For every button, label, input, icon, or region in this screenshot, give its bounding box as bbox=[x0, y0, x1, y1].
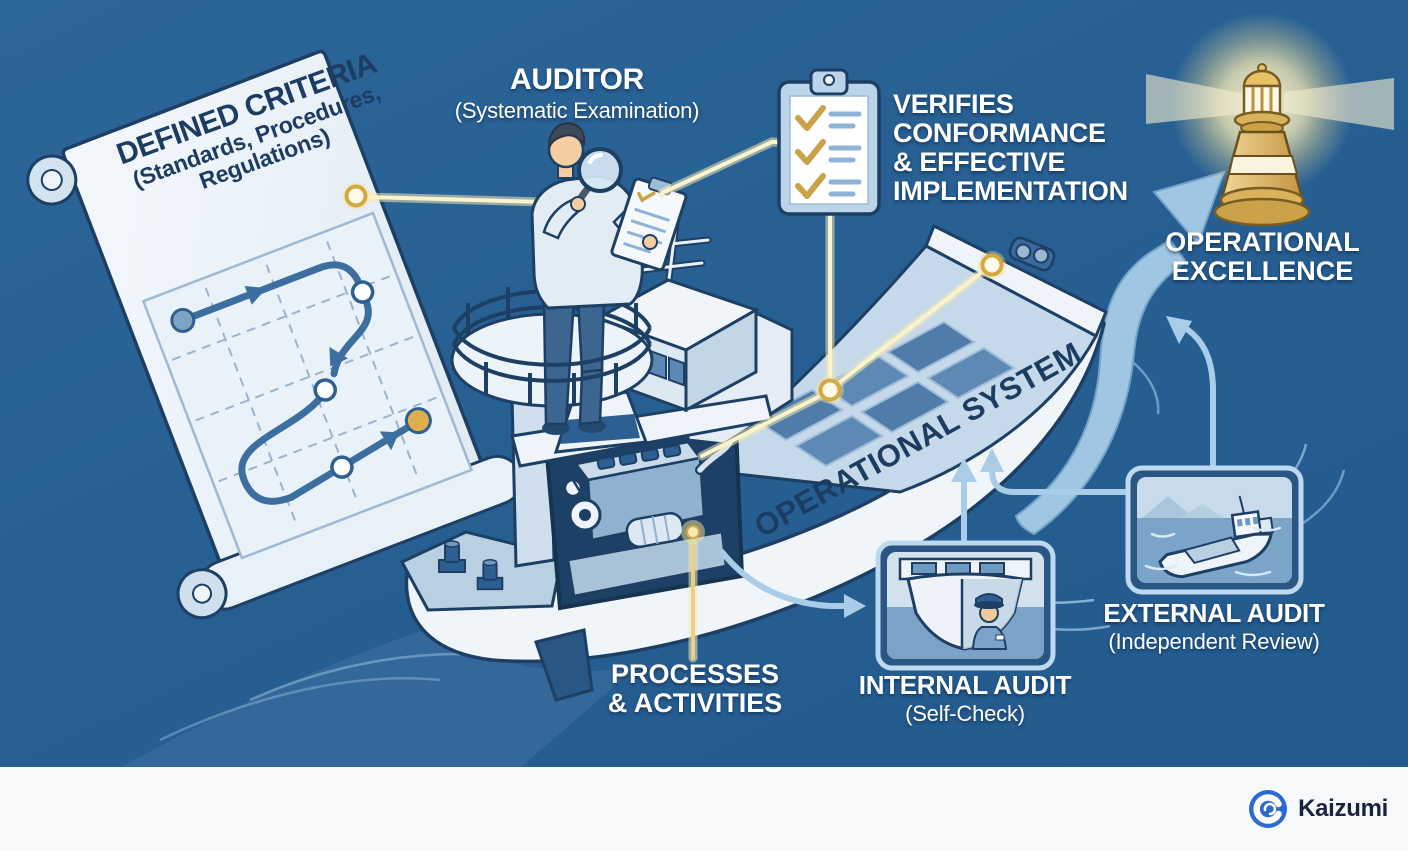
lighthouse-icon bbox=[1146, 12, 1394, 227]
excellence-line-1: OPERATIONAL bbox=[1165, 227, 1360, 257]
internal-audit-label: INTERNAL AUDIT (Self-Check) bbox=[852, 670, 1078, 726]
excellence-line-2: EXCELLENCE bbox=[1171, 255, 1354, 286]
external-audit-label: EXTERNAL AUDIT (Independent Review) bbox=[1093, 598, 1335, 654]
captain-figure bbox=[971, 593, 1008, 650]
bow-winch bbox=[1008, 236, 1056, 272]
auditor-label: AUDITOR (Systematic Examination) bbox=[407, 63, 747, 124]
verifies-line-2: CONFORMANCE bbox=[893, 117, 1106, 148]
platform-front-rail bbox=[452, 327, 652, 405]
operational-excellence-label: OPERATIONAL EXCELLENCE bbox=[1135, 228, 1390, 286]
auditor-figure bbox=[452, 121, 688, 435]
cargo-hatches bbox=[754, 320, 1016, 468]
auditor-title: AUDITOR bbox=[509, 63, 644, 96]
external-audit-subtitle: (Independent Review) bbox=[1108, 628, 1320, 654]
auditor-subtitle: (Systematic Examination) bbox=[454, 98, 700, 124]
audit-boat bbox=[1158, 495, 1274, 579]
processes-activities-label: PROCESSES & ACTIVITIES bbox=[560, 660, 830, 718]
internal-audit-title: INTERNAL AUDIT bbox=[858, 670, 1072, 700]
bollards bbox=[438, 540, 504, 591]
excellence-swoosh-arrow bbox=[1014, 170, 1226, 536]
criteria-flowchart bbox=[141, 211, 474, 560]
internal-audit-thumbnail bbox=[875, 540, 1056, 671]
brand-footer: Kaizumi bbox=[0, 767, 1408, 851]
audit-flow-arrows bbox=[719, 316, 1216, 618]
checklist-clipboard-icon bbox=[777, 68, 881, 216]
verifies-line-1: VERIFIES bbox=[893, 89, 1014, 119]
brand-name: Kaizumi bbox=[1298, 795, 1388, 822]
external-audit-thumbnail bbox=[1125, 465, 1304, 595]
internal-audit-subtitle: (Self-Check) bbox=[905, 700, 1025, 726]
illustration-scene: OPERATIONAL SYSTEM bbox=[26, 12, 1394, 768]
verifies-line-4: IMPLEMENTATION bbox=[893, 175, 1128, 206]
wave-logo-icon bbox=[1249, 790, 1288, 828]
verifies-label: VERIFIES CONFORMANCE & EFFECTIVE IMPLEME… bbox=[893, 90, 1173, 206]
verifies-line-3: & EFFECTIVE bbox=[893, 146, 1066, 177]
external-audit-title: EXTERNAL AUDIT bbox=[1103, 598, 1325, 628]
connector-rings bbox=[342, 182, 1006, 544]
processes-line-1: PROCESSES bbox=[610, 659, 780, 689]
processes-line-2: & ACTIVITIES bbox=[607, 687, 783, 718]
criteria-scroll-illustration bbox=[26, 49, 523, 620]
